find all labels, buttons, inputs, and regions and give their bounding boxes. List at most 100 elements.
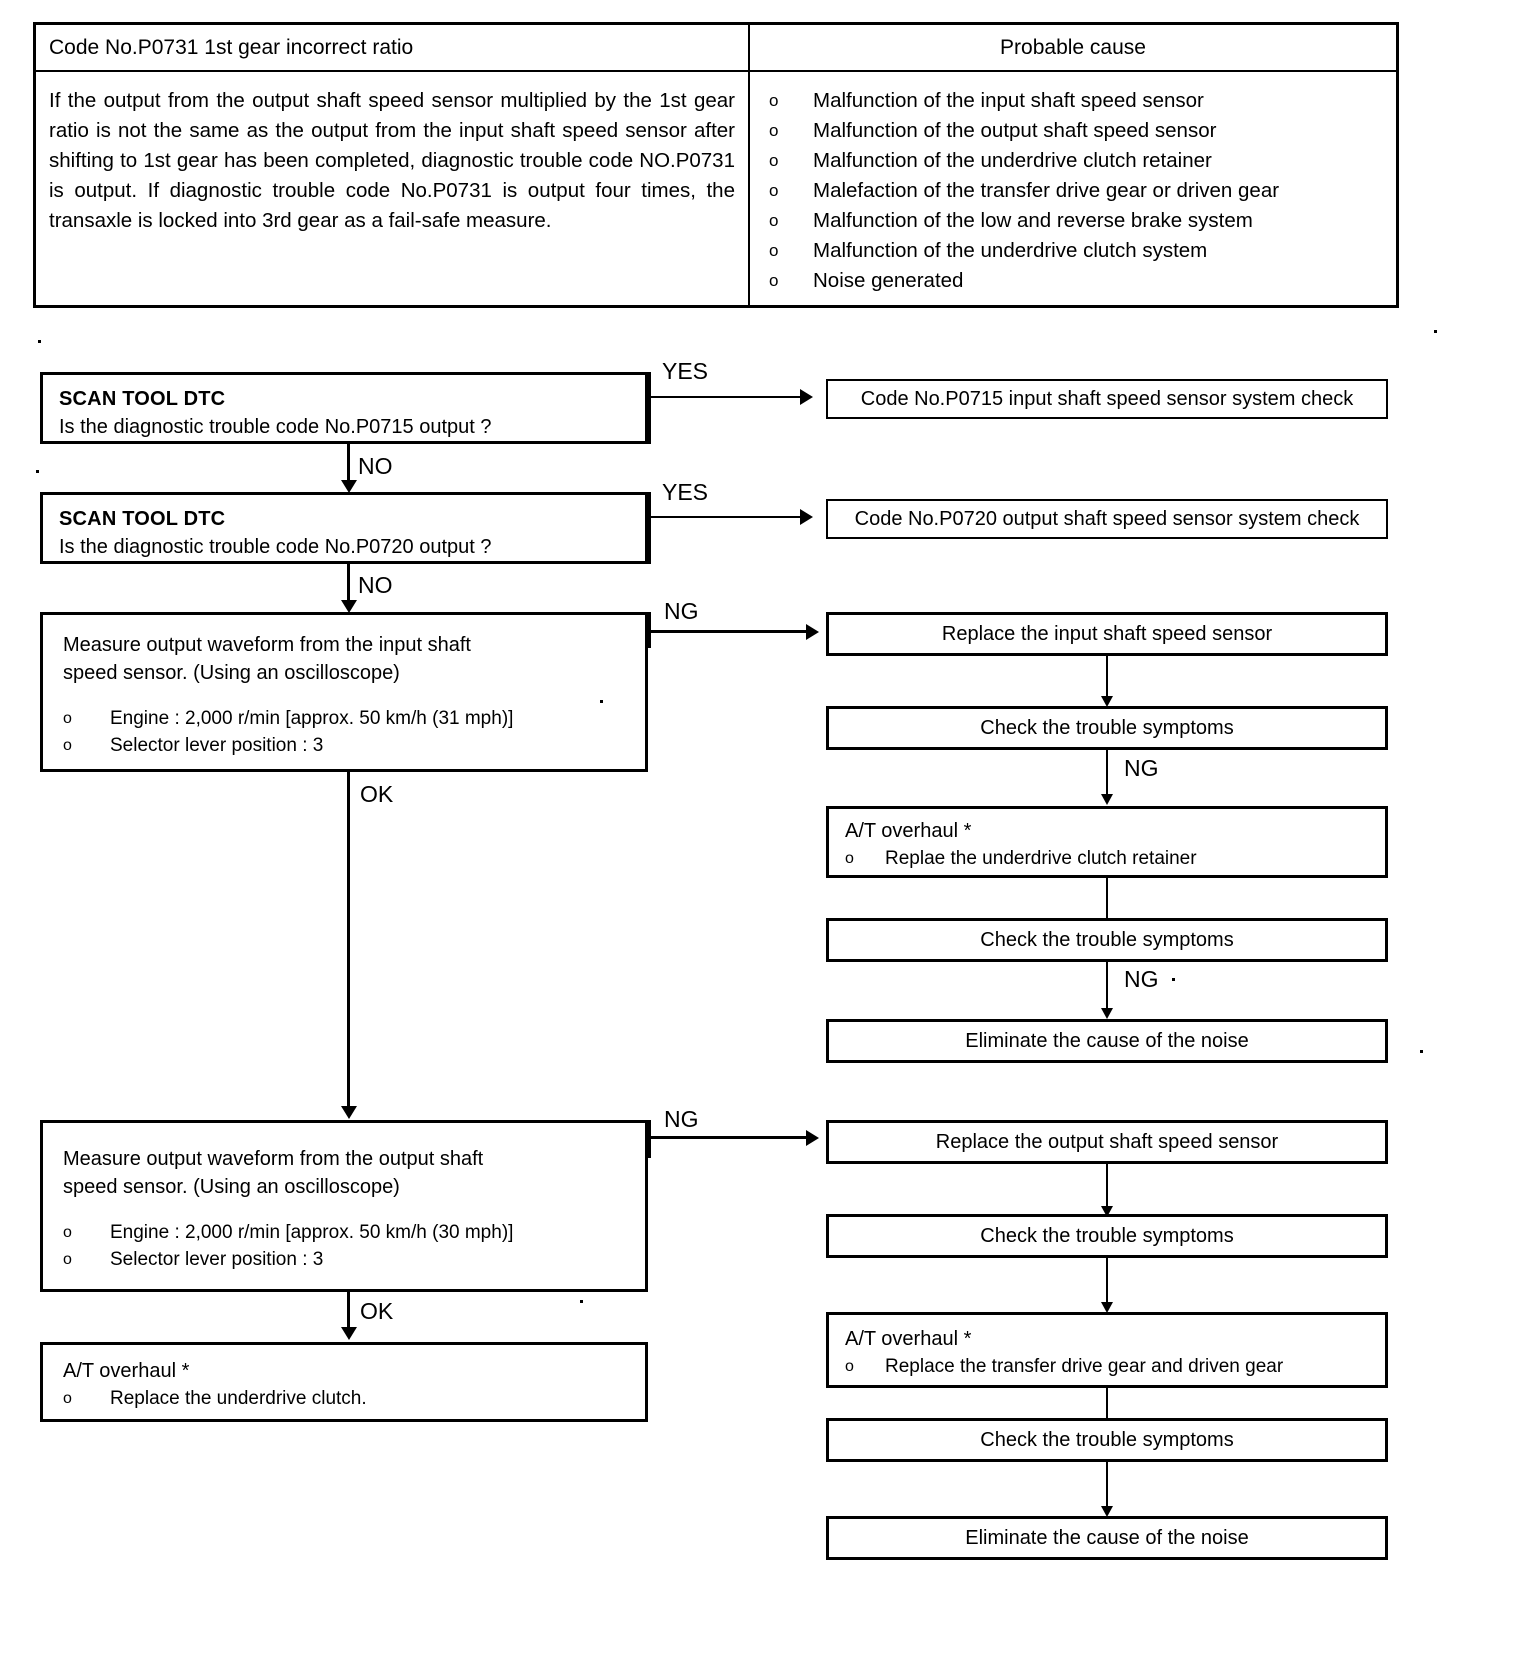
label-no-2: NO [358,572,393,598]
overhaul-item-label: Replace the underdrive clutch. [110,1388,367,1409]
connector-ok1-vertical [347,772,350,1112]
connector-b4 [1106,1462,1108,1512]
connector-yes1-horizontal [650,396,800,398]
measure-line-2: speed sensor. (Using an oscilloscope) [63,662,400,684]
bullet-icon: o [845,1358,854,1375]
check-symptoms-label: Check the trouble symptoms [980,1429,1234,1451]
label-yes-1: YES [662,358,709,384]
connector-a3 [1106,878,1108,924]
flow-box-replace-output-shaft-sensor: Replace the output shaft speed sensor [826,1120,1388,1164]
flow-box-measure-input-shaft: Measure output waveform from the input s… [40,612,648,772]
cause-item-label: Malfunction of the underdrive clutch ret… [813,149,1212,172]
bullet-icon: o [769,181,779,200]
arrow-nga-icon [806,624,819,640]
measure-condition-label: Engine : 2,000 r/min [approx. 50 km/h (3… [110,708,514,729]
overhaul-item-label: Replace the transfer drive gear and driv… [885,1356,1284,1377]
arrow-b2-icon [1101,1302,1113,1313]
overhaul-title: A/T overhaul * [845,1328,972,1350]
measure-line-1: Measure output waveform from the output … [63,1148,484,1170]
flow-box-check-symptoms-b1: Check the trouble symptoms [826,1214,1388,1258]
scan-tool-question: Is the diagnostic trouble code No.P0715 … [59,416,492,438]
bullet-icon: o [769,121,779,140]
bullet-icon: o [63,710,72,727]
bullet-icon: o [845,850,854,867]
connector-nga-vertical [648,612,651,648]
flow-box-at-overhaul-clutch-retainer: A/T overhaul * o Replae the underdrive c… [826,806,1388,878]
flow-box-eliminate-noise-b: Eliminate the cause of the noise [826,1516,1388,1560]
flow-box-scan-tool-dtc-p0720: SCAN TOOL DTC Is the diagnostic trouble … [40,492,648,564]
connector-b1 [1106,1164,1108,1212]
arrow-b1-icon [1101,1206,1113,1217]
overhaul-title: A/T overhaul * [63,1360,190,1382]
flow-box-replace-input-shaft-sensor: Replace the input shaft speed sensor [826,612,1388,656]
bullet-icon: o [769,151,779,170]
eliminate-noise-label: Eliminate the cause of the noise [965,1527,1249,1549]
connector-ok2-vertical [347,1292,350,1332]
p0715-check-label: Code No.P0715 input shaft speed sensor s… [860,388,1354,410]
connector-yes2-horizontal [650,516,800,518]
scan-speck [600,700,603,703]
cause-item: o Malfunction of the underdrive clutch r… [769,146,1392,176]
scan-speck [38,340,41,343]
arrow-b4-icon [1101,1506,1113,1517]
arrow-ok1-icon [341,1106,357,1119]
overhaul-item: o Replace the underdrive clutch. [63,1385,625,1412]
scan-tool-title: SCAN TOOL DTC [59,508,226,530]
arrow-ok2-icon [341,1327,357,1340]
connector-nga-horizontal [650,630,808,633]
cause-item-label: Malefaction of the transfer drive gear o… [813,179,1280,202]
scan-speck [1420,1050,1423,1053]
bullet-icon: o [63,1224,72,1241]
overhaul-item: o Replace the transfer drive gear and dr… [845,1353,1369,1380]
bullet-icon: o [63,1390,72,1407]
flow-box-p0715-system-check: Code No.P0715 input shaft speed sensor s… [826,379,1388,419]
flow-box-at-overhaul-underdrive-clutch: A/T overhaul * o Replace the underdrive … [40,1342,648,1422]
connector-a4 [1106,962,1108,1014]
overhaul-item: o Replae the underdrive clutch retainer [845,845,1369,872]
bullet-icon: o [769,91,779,110]
arrow-yes2-icon [800,509,813,525]
connector-ngb-vertical [648,1120,651,1158]
arrow-ngb-icon [806,1130,819,1146]
flow-box-scan-tool-dtc-p0715: SCAN TOOL DTC Is the diagnostic trouble … [40,372,648,444]
connector-b3 [1106,1388,1108,1430]
table-header-row: Code No.P0731 1st gear incorrect ratio P… [36,25,1396,72]
table-header-code: Code No.P0731 1st gear incorrect ratio [36,25,750,70]
flow-box-check-symptoms-b2: Check the trouble symptoms [826,1418,1388,1462]
spacer [63,687,625,705]
cause-item-label: Noise generated [813,269,964,292]
bullet-icon: o [769,241,779,260]
spacer [63,1201,625,1219]
arrow-yes1-icon [800,389,813,405]
scan-speck [1434,330,1437,333]
scan-tool-title: SCAN TOOL DTC [59,388,226,410]
probable-cause-list: o Malfunction of the input shaft speed s… [750,72,1396,305]
measure-condition-item: o Selector lever position : 3 [63,1246,625,1273]
scan-speck [36,470,39,473]
flow-box-at-overhaul-transfer-gear: A/T overhaul * o Replace the transfer dr… [826,1312,1388,1388]
cause-item-label: Malfunction of the low and reverse brake… [813,209,1253,232]
flow-box-measure-output-shaft: Measure output waveform from the output … [40,1120,648,1292]
connector-a1 [1106,656,1108,702]
connector-ngb-horizontal [650,1136,808,1139]
connector-a2 [1106,750,1108,800]
overhaul-title: A/T overhaul * [845,820,972,842]
label-ng-a2: NG [1124,755,1159,781]
measure-condition-item: o Engine : 2,000 r/min [approx. 50 km/h … [63,1219,625,1246]
label-ok-1: OK [360,781,394,807]
replace-input-sensor-label: Replace the input shaft speed sensor [941,623,1273,645]
flow-box-check-symptoms-a2: Check the trouble symptoms [826,918,1388,962]
eliminate-noise-label: Eliminate the cause of the noise [965,1030,1249,1052]
dtc-summary-table: Code No.P0731 1st gear incorrect ratio P… [33,22,1399,308]
bullet-icon: o [769,271,779,290]
scan-tool-question: Is the diagnostic trouble code No.P0720 … [59,536,492,558]
measure-line-1: Measure output waveform from the input s… [63,634,471,656]
label-no-1: NO [358,453,393,479]
cause-item-label: Malfunction of the underdrive clutch sys… [813,239,1208,262]
table-body-row: If the output from the output shaft spee… [36,72,1396,305]
replace-output-sensor-label: Replace the output shaft speed sensor [935,1131,1279,1153]
arrow-no1-icon [341,480,357,493]
p0720-check-label: Code No.P0720 output shaft speed sensor … [854,508,1360,530]
measure-line-2: speed sensor. (Using an oscilloscope) [63,1176,400,1198]
